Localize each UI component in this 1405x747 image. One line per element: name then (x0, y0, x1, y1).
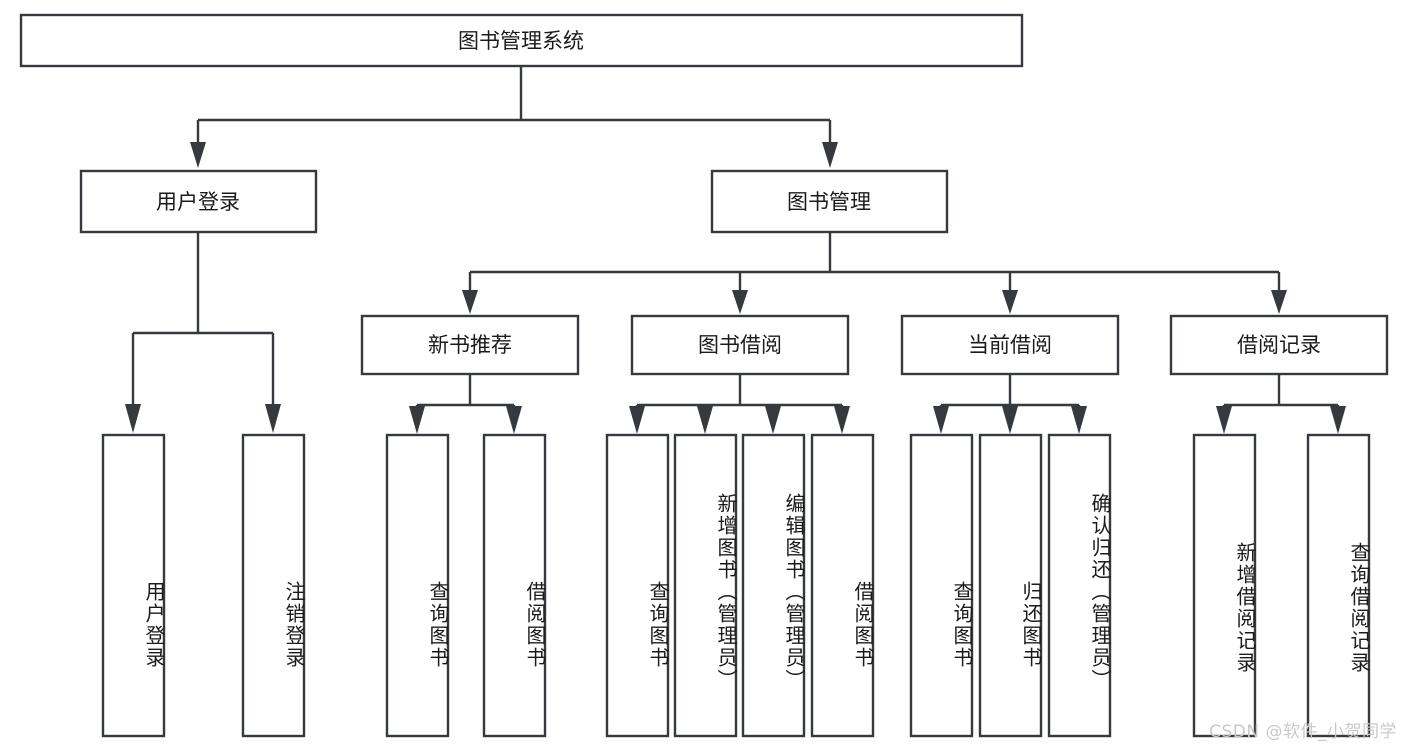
arrow-to-leaf-user-login (125, 404, 141, 433)
node-borrow-record-label: 借阅记录 (1237, 333, 1321, 357)
arrow-to-new-book-recommend (462, 290, 478, 314)
node-leaf-query-record[interactable] (1306, 433, 1371, 738)
node-new-book-recommend-label: 新书推荐 (428, 333, 512, 357)
arrow-to-book-borrow (732, 290, 748, 314)
arrow-root-to-book-manage (822, 142, 838, 168)
node-borrow-record[interactable] (1169, 314, 1389, 376)
node-book-manage-label: 图书管理 (787, 190, 871, 214)
node-root[interactable] (19, 13, 1024, 68)
csdn-watermark: CSDN @软件_小贺同学 (1209, 722, 1397, 742)
arrow-to-current-borrow (1002, 290, 1018, 314)
arrow-to-leaf-query-book-3 (933, 406, 949, 434)
node-leaf-borrow-book-2[interactable] (810, 433, 875, 738)
node-leaf-query-book-1[interactable] (385, 433, 450, 738)
arrow-to-leaf-confirm-return (1071, 406, 1087, 434)
node-leaf-borrow-book-1[interactable] (482, 433, 547, 738)
arrow-to-borrow-record (1271, 290, 1287, 314)
node-leaf-add-book[interactable] (673, 433, 738, 738)
node-leaf-edit-book[interactable] (741, 433, 806, 738)
node-leaf-user-login[interactable] (101, 433, 166, 738)
node-leaf-return-book[interactable] (978, 433, 1043, 738)
arrow-to-leaf-query-book-2 (629, 406, 645, 434)
node-leaf-user-logout[interactable] (241, 433, 306, 738)
node-current-borrow[interactable] (900, 314, 1120, 376)
node-user-login[interactable] (79, 169, 318, 234)
node-book-manage[interactable] (710, 169, 949, 234)
node-layer: 图书管理系统 用户登录 图书管理 新书推荐 图书借阅 当前借阅 借阅记录 (19, 13, 1389, 738)
node-current-borrow-label: 当前借阅 (968, 333, 1052, 357)
arrow-to-leaf-user-logout (265, 404, 281, 433)
arrow-to-leaf-edit-book (765, 406, 781, 434)
node-new-book-recommend[interactable] (360, 314, 580, 376)
arrow-to-leaf-borrow-book-1 (506, 406, 522, 434)
arrow-to-leaf-return-book (1002, 406, 1018, 434)
node-book-borrow[interactable] (630, 314, 850, 376)
arrow-to-leaf-query-record (1330, 406, 1346, 434)
node-leaf-query-book-3[interactable] (909, 433, 974, 738)
node-leaf-query-book-2[interactable] (605, 433, 670, 738)
arrow-to-leaf-query-book-1 (409, 406, 425, 434)
arrow-to-leaf-borrow-book-2 (834, 406, 850, 434)
arrow-root-to-user-login (190, 142, 206, 168)
node-leaf-add-record[interactable] (1192, 433, 1257, 738)
node-leaf-confirm-return[interactable] (1047, 433, 1112, 738)
node-root-label: 图书管理系统 (458, 29, 584, 53)
connector-layer (125, 66, 1346, 434)
node-book-borrow-label: 图书借阅 (698, 333, 782, 357)
arrow-to-leaf-add-record (1216, 406, 1232, 434)
arrow-to-leaf-add-book (697, 406, 713, 434)
node-user-login-label: 用户登录 (156, 190, 240, 214)
